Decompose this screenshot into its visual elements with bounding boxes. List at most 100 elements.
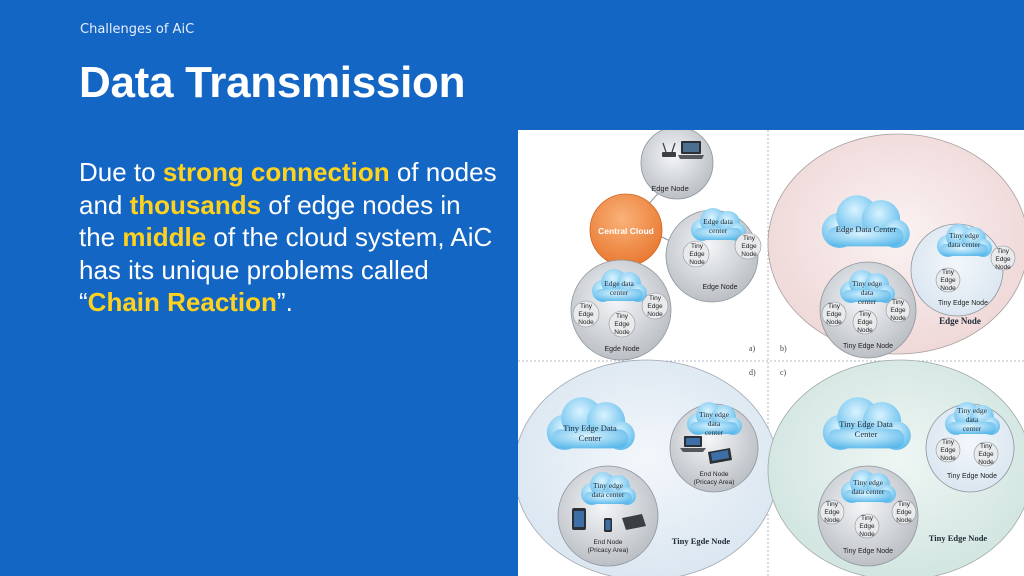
node-label: Node: [689, 259, 705, 266]
ted-label-2: data: [966, 415, 979, 424]
edge-node-top-label: Edge Node: [651, 184, 689, 193]
end-node2-label-2: (Pricacy Area): [588, 547, 629, 554]
edge-data-center-label: Edge Data Center: [836, 224, 897, 234]
panel-c: c) Tiny Edge Data Center Tiny edge data …: [767, 359, 1024, 576]
node-label: Node: [859, 531, 875, 538]
ted2-label-2: data center: [852, 487, 885, 496]
highlight-middle: middle: [122, 222, 207, 252]
edge-label: Edge: [896, 509, 912, 516]
body-paragraph: Due to strong connection of nodes and th…: [79, 156, 499, 319]
ted2-label-3: center: [858, 297, 877, 306]
quote-open: “: [79, 287, 88, 317]
ted2-label-2: data center: [592, 490, 625, 499]
edge-label: Edge: [741, 243, 757, 250]
tiny-label: Tiny: [580, 303, 593, 310]
body-text-1: Due to: [79, 157, 163, 187]
ted-label-2: data center: [948, 240, 981, 249]
tiny-label: Tiny: [828, 303, 841, 310]
edc2-label-2: center: [610, 288, 629, 297]
panel-a-label: a): [749, 344, 756, 353]
tiny-edge-node-bottom-label: Tiny Edge Node: [843, 548, 893, 555]
highlight-chain-reaction: Chain Reaction: [87, 287, 277, 317]
node-label: Node: [896, 517, 912, 524]
node-label: Node: [995, 264, 1011, 271]
tiny-edge-node-label: Tiny Edge Node: [938, 300, 988, 307]
panel-c-label: c): [780, 368, 787, 377]
node-label: Node: [826, 319, 842, 326]
tedc-label-1: Tiny Edge Data: [563, 423, 617, 433]
tiny-edge-node-right-label: Tiny Edge Node: [929, 533, 988, 543]
node-label: Node: [940, 285, 956, 292]
router-icon: [662, 142, 676, 157]
panel-d-label: d): [749, 368, 756, 377]
edge-label: Edge: [890, 307, 906, 314]
edge-label: Edge: [940, 447, 956, 454]
end-node-label-2: (Pricacy Area): [694, 479, 735, 486]
egde-node-bottom-label: Egde Node: [604, 346, 639, 353]
edge-label: Edge: [859, 523, 875, 530]
ted-label-1: Tiny edge: [957, 406, 988, 415]
body-text-3: of edge nodes in the: [79, 189, 461, 253]
body-text-2: of nodes and: [79, 157, 497, 220]
node-label: Node: [741, 251, 757, 258]
panel-b-label: b): [780, 344, 787, 353]
architecture-figure: Edge Node Central Cloud Edge data center…: [518, 130, 1024, 576]
panel-d: d) Tiny Edge Data Center Tiny edge data …: [518, 359, 779, 576]
node-label: Node: [578, 319, 594, 326]
ted2-label-2: data: [861, 288, 874, 297]
edge-label: Edge: [826, 311, 842, 318]
quote-close: ”.: [276, 287, 293, 317]
tedc-label-2: Center: [579, 433, 602, 443]
laptop-icon: [680, 436, 706, 452]
tiny-label: Tiny: [892, 299, 905, 306]
edge-label: Edge: [940, 277, 956, 284]
ted-label-2: data: [708, 419, 721, 428]
tablet-icon-2: [622, 514, 646, 530]
tedc-label-1: Tiny Edge Data: [839, 419, 893, 429]
tiny-label: Tiny: [826, 501, 839, 508]
node-label: Node: [647, 311, 663, 318]
phone-icon: [604, 518, 612, 532]
tiny-egde-node-label: Tiny Egde Node: [672, 536, 731, 546]
laptop-icon: [678, 141, 704, 159]
edge-label: Edge: [614, 321, 630, 328]
tiny-label: Tiny: [942, 269, 955, 276]
edge-label: Edge: [578, 311, 594, 318]
tablet-icon: [572, 508, 586, 530]
tiny-label: Tiny: [691, 243, 704, 250]
edge-label: Edge: [689, 251, 705, 258]
ted2-label-1: Tiny edge: [593, 481, 624, 490]
edc1-label-1: Edge data: [703, 217, 733, 226]
tiny-label: Tiny: [980, 443, 993, 450]
slide-title: Data Transmission: [79, 58, 466, 107]
tablet-icon: [708, 448, 732, 464]
edc1-label-2: center: [709, 226, 728, 235]
end-node2-label-1: End Node: [594, 539, 623, 546]
panel-b: b) Edge Data Center Tiny edge data cente…: [767, 133, 1024, 359]
tiny-label: Tiny: [859, 311, 872, 318]
edge-label: Edge: [978, 451, 994, 458]
edge-node-label: Edge Node: [939, 316, 981, 326]
tiny-label: Tiny: [997, 248, 1010, 255]
central-cloud-label: Central Cloud: [598, 226, 654, 236]
tiny-label: Tiny: [616, 313, 629, 320]
ted-label-1: Tiny edge: [949, 231, 980, 240]
tiny-label: Tiny: [649, 295, 662, 302]
highlight-thousands: thousands: [129, 189, 262, 220]
edge-label: Edge: [824, 509, 840, 516]
tiny-label: Tiny: [743, 235, 756, 242]
ted2-label-1: Tiny edge: [853, 478, 884, 487]
edge-label: Edge: [647, 303, 663, 310]
architecture-diagram: Edge Node Central Cloud Edge data center…: [518, 130, 1024, 576]
ted-label-3: center: [705, 428, 724, 437]
section-label: Challenges of AiC: [80, 22, 195, 37]
tiny-label: Tiny: [861, 515, 874, 522]
node-label: Node: [890, 315, 906, 322]
end-node-label-1: End Node: [700, 471, 729, 478]
tiny-edge-node-label: Tiny Edge Node: [947, 473, 997, 480]
ted-label-1: Tiny edge: [699, 410, 730, 419]
ted2-label-1: Tiny edge: [852, 279, 883, 288]
edge-label: Edge: [995, 256, 1011, 263]
edge-node-mid-label: Edge Node: [702, 284, 737, 291]
tiny-edge-node-bottom-label: Tiny Edge Node: [843, 343, 893, 350]
